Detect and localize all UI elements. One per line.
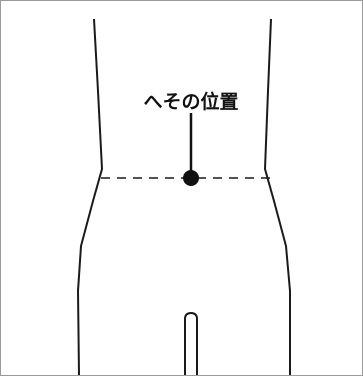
navel-position-label: へその位置 — [143, 91, 239, 113]
leg-gap-outline — [184, 311, 198, 375]
navel-marker — [183, 170, 199, 186]
right-body-outline — [263, 18, 291, 375]
left-body-outline — [76, 18, 104, 375]
